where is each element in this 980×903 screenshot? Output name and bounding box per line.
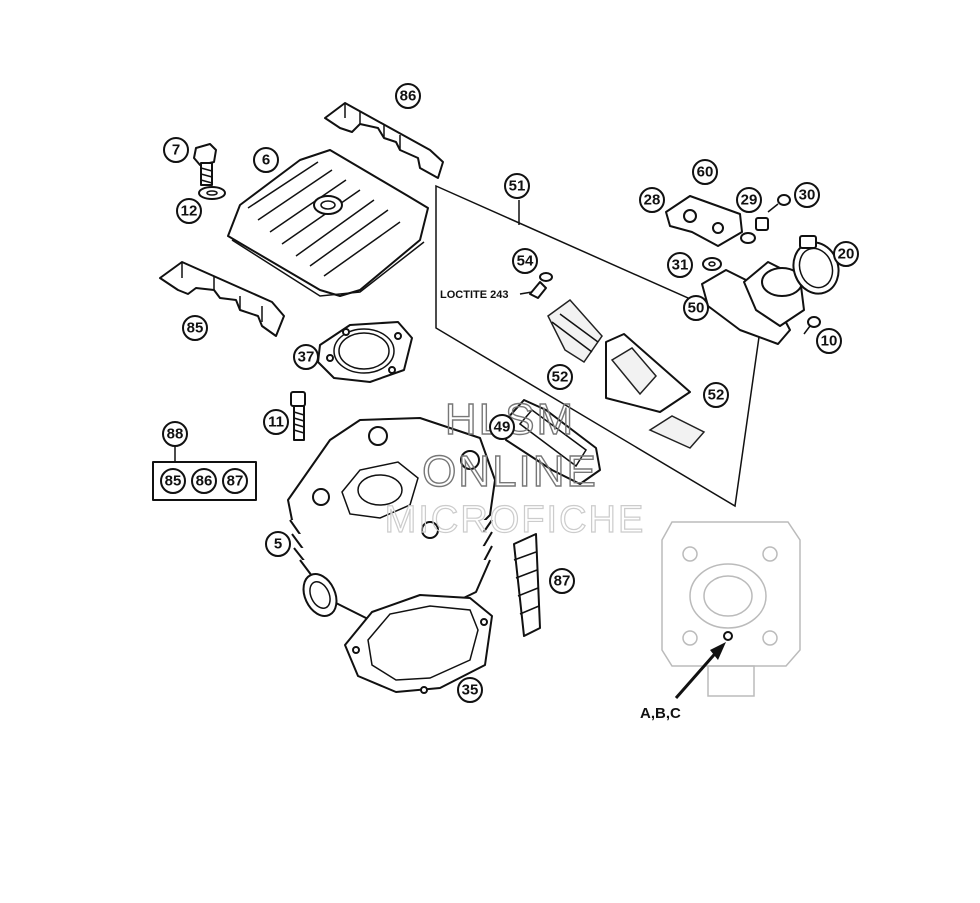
damper-86-upper: [324, 102, 444, 179]
callout-12: 12: [176, 198, 202, 224]
watermark-line3: MICROFICHE: [385, 499, 646, 541]
stud-11: [290, 391, 306, 441]
callout-30: 30: [794, 182, 820, 208]
svg-text:87: 87: [227, 473, 244, 490]
callout-50: 50: [683, 295, 709, 321]
callout-87-kit: 87: [222, 468, 248, 494]
svg-text:87: 87: [554, 573, 571, 590]
svg-text:85: 85: [165, 473, 182, 490]
svg-text:49: 49: [494, 419, 511, 436]
callout-86-kit: 86: [191, 468, 217, 494]
inset-label: A,B,C: [640, 705, 681, 722]
spacer-29: [755, 217, 769, 231]
callout-6: 6: [253, 147, 279, 173]
callout-49: 49: [489, 414, 515, 440]
washer-60: [740, 232, 756, 244]
callout-51: 51: [504, 173, 530, 199]
loctite-243-note: LOCTITE 243: [440, 289, 533, 301]
callout-7: 7: [163, 137, 189, 163]
svg-text:52: 52: [552, 369, 569, 386]
svg-text:11: 11: [268, 414, 284, 431]
svg-text:6: 6: [262, 152, 270, 169]
screw-30: [767, 194, 791, 213]
head-gasket-37: [317, 321, 413, 383]
callout-54: 54: [512, 248, 538, 274]
svg-text:5: 5: [274, 536, 282, 553]
callout-29: 29: [736, 187, 762, 213]
svg-text:7: 7: [172, 142, 180, 159]
hose-clamp-20: [792, 235, 840, 295]
watermark: HLSM ONLINE MICROFICHE: [384, 394, 646, 541]
base-gasket-35: [344, 594, 493, 694]
callout-85-kit: 85: [160, 468, 186, 494]
callout-85-damper: 85: [182, 315, 208, 341]
reed-petal-52a: [547, 298, 603, 364]
svg-text:31: 31: [672, 257, 689, 274]
callout-37: 37: [293, 344, 319, 370]
damper-87: [513, 533, 541, 637]
reed-block-52b: [605, 333, 706, 449]
svg-text:12: 12: [181, 203, 198, 220]
washer-12: [198, 186, 226, 200]
svg-text:50: 50: [688, 300, 705, 317]
svg-text:86: 86: [196, 473, 213, 490]
svg-text:54: 54: [517, 253, 534, 270]
washer-31: [702, 257, 722, 271]
svg-text:60: 60: [697, 164, 714, 181]
loctite-label: LOCTITE 243: [440, 289, 508, 301]
callout-87-damper: 87: [549, 568, 575, 594]
watermark-line2: ONLINE: [422, 447, 598, 496]
svg-text:20: 20: [838, 246, 855, 263]
callout-52-block: 52: [703, 382, 729, 408]
svg-text:88: 88: [167, 426, 184, 443]
svg-text:28: 28: [644, 192, 661, 209]
cylinder-head-6: [227, 149, 429, 297]
callout-20: 20: [833, 241, 859, 267]
callout-86-top: 86: [395, 83, 421, 109]
cylinder-5: [287, 417, 496, 621]
callout-10: 10: [816, 328, 842, 354]
reed-valve-assembly-51: [435, 184, 761, 508]
inset-cylinder-top-view: A,B,C: [640, 521, 801, 722]
callout-28: 28: [639, 187, 665, 213]
intake-manifold-50: [701, 261, 805, 345]
screw-54: [529, 272, 553, 299]
callout-52-petal: 52: [547, 364, 573, 390]
svg-text:85: 85: [187, 320, 204, 337]
svg-text:52: 52: [708, 387, 725, 404]
callout-88: 88: [162, 421, 188, 447]
svg-text:10: 10: [821, 333, 838, 350]
callout-31: 31: [667, 252, 693, 278]
svg-text:30: 30: [799, 187, 816, 204]
bolt-7: [193, 143, 217, 186]
reed-gasket-49: [505, 399, 601, 485]
bracket-28: [665, 195, 743, 247]
svg-text:51: 51: [509, 178, 526, 195]
svg-text:86: 86: [400, 88, 417, 105]
svg-text:37: 37: [298, 349, 315, 366]
damper-85-lower: [159, 261, 285, 337]
svg-text:35: 35: [462, 682, 479, 699]
svg-text:29: 29: [741, 192, 758, 209]
callout-60: 60: [692, 159, 718, 185]
callout-11: 11: [263, 409, 289, 435]
callout-5: 5: [265, 531, 291, 557]
callout-35: 35: [457, 677, 483, 703]
screw-10: [803, 316, 821, 335]
